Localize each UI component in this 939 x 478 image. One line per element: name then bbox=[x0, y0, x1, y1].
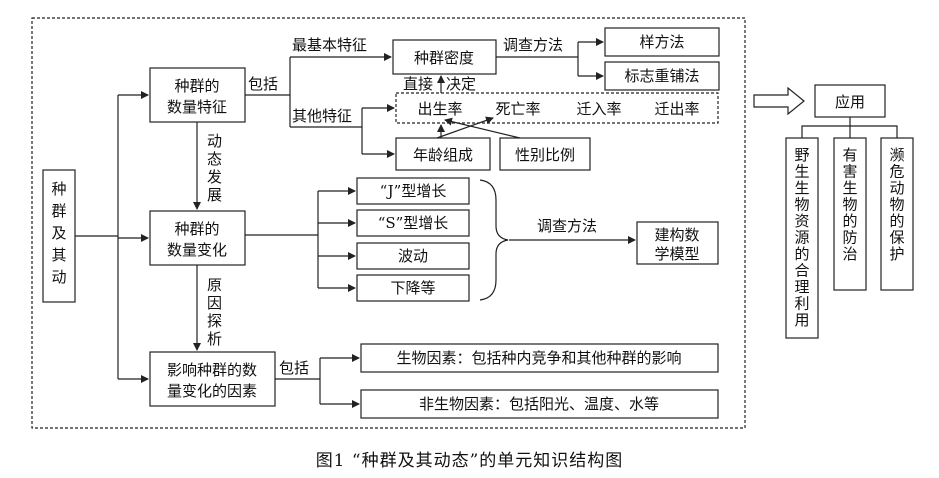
label-include-1: 包括 bbox=[248, 75, 278, 93]
label-cause-1: 原 bbox=[207, 276, 222, 294]
use-pests: 有害生物的防治 bbox=[842, 146, 857, 263]
rates-dashed-box bbox=[395, 92, 719, 124]
method-mark-recapture: 标志重铺法 bbox=[624, 67, 699, 85]
figure-caption: 图1 “种群及其动态”的单元知识结构图 bbox=[315, 451, 624, 471]
root-char-5: 动 bbox=[51, 268, 66, 286]
sex-label: 性别比例 bbox=[515, 146, 575, 164]
model-line-2: 学模型 bbox=[654, 245, 699, 263]
root-char-2: 群 bbox=[51, 202, 66, 220]
label-cause-4: 析 bbox=[207, 330, 222, 348]
connectors bbox=[75, 38, 898, 408]
use-texts: 野生生物资源的合理利用 有害生物的防治 濒危动物的保护 bbox=[794, 146, 904, 329]
growth-box-decline bbox=[356, 274, 470, 302]
label-cause-3: 探 bbox=[207, 312, 222, 330]
factor-box-biotic bbox=[360, 343, 719, 373]
growth-j: “J”型增长 bbox=[380, 182, 447, 200]
age-label: 年龄组成 bbox=[413, 146, 473, 164]
label-survey-method-1: 调查方法 bbox=[503, 36, 563, 54]
features-line-1: 种群的 bbox=[174, 77, 219, 95]
factors-line-2: 量变化的因素 bbox=[167, 382, 257, 400]
factors-line-1: 影响种群的数 bbox=[167, 361, 257, 379]
label-dynamic-4: 展 bbox=[207, 186, 222, 204]
root-char-1: 种 bbox=[51, 180, 66, 198]
model-box bbox=[636, 221, 719, 265]
rate-emigration: 迁出率 bbox=[654, 100, 699, 118]
growth-decline: 下降等 bbox=[390, 279, 435, 297]
outer-dashed-frame bbox=[31, 17, 746, 429]
root-char-3: 及 bbox=[51, 224, 66, 242]
label-dynamic-3: 发 bbox=[207, 168, 222, 186]
label-dynamic-2: 态 bbox=[207, 150, 222, 168]
label-direct: 直接 bbox=[403, 75, 433, 93]
label-dynamic-1: 动 bbox=[207, 132, 222, 150]
features-line-2: 数量特征 bbox=[167, 98, 227, 116]
rate-death: 死亡率 bbox=[495, 100, 540, 118]
factor-abiotic: 非生物因素：包括阳光、温度、水等 bbox=[419, 395, 659, 413]
label-include-2: 包括 bbox=[279, 359, 309, 377]
growth-s: “S”型增长 bbox=[378, 214, 449, 232]
label-most-basic: 最基本特征 bbox=[292, 36, 367, 54]
label-cause-2: 因 bbox=[207, 294, 222, 312]
root-char-4: 其 bbox=[51, 246, 66, 264]
application-label: 应用 bbox=[835, 93, 865, 111]
factor-biotic: 生物因素：包括种内竞争和其他种群的影响 bbox=[396, 349, 681, 367]
density-label: 种群密度 bbox=[414, 49, 474, 67]
label-decide: 决定 bbox=[446, 75, 476, 93]
model-line-1: 建构数 bbox=[654, 226, 699, 244]
sex-box bbox=[499, 137, 591, 171]
growth-fluct: 波动 bbox=[398, 247, 428, 265]
growth-box-j bbox=[356, 177, 470, 205]
age-box bbox=[395, 137, 491, 171]
use-endangered: 濒危动物的保护 bbox=[889, 146, 904, 263]
method-box-mark-recapture bbox=[604, 61, 720, 91]
label-other-features: 其他特征 bbox=[292, 107, 352, 125]
factor-box-abiotic bbox=[360, 389, 719, 419]
change-line-2: 数量变化 bbox=[167, 241, 227, 259]
rate-immigration: 迁入率 bbox=[576, 100, 621, 118]
use-resources: 野生生物资源的合理利用 bbox=[794, 146, 809, 329]
growth-box-s bbox=[356, 209, 470, 237]
method-box-quadrat bbox=[604, 27, 720, 57]
growth-box-fluct bbox=[356, 242, 470, 270]
rate-birth: 出生率 bbox=[417, 100, 462, 118]
label-survey-method-2: 调查方法 bbox=[537, 217, 597, 235]
method-quadrat: 样方法 bbox=[639, 33, 684, 51]
change-line-1: 种群的 bbox=[174, 220, 219, 238]
